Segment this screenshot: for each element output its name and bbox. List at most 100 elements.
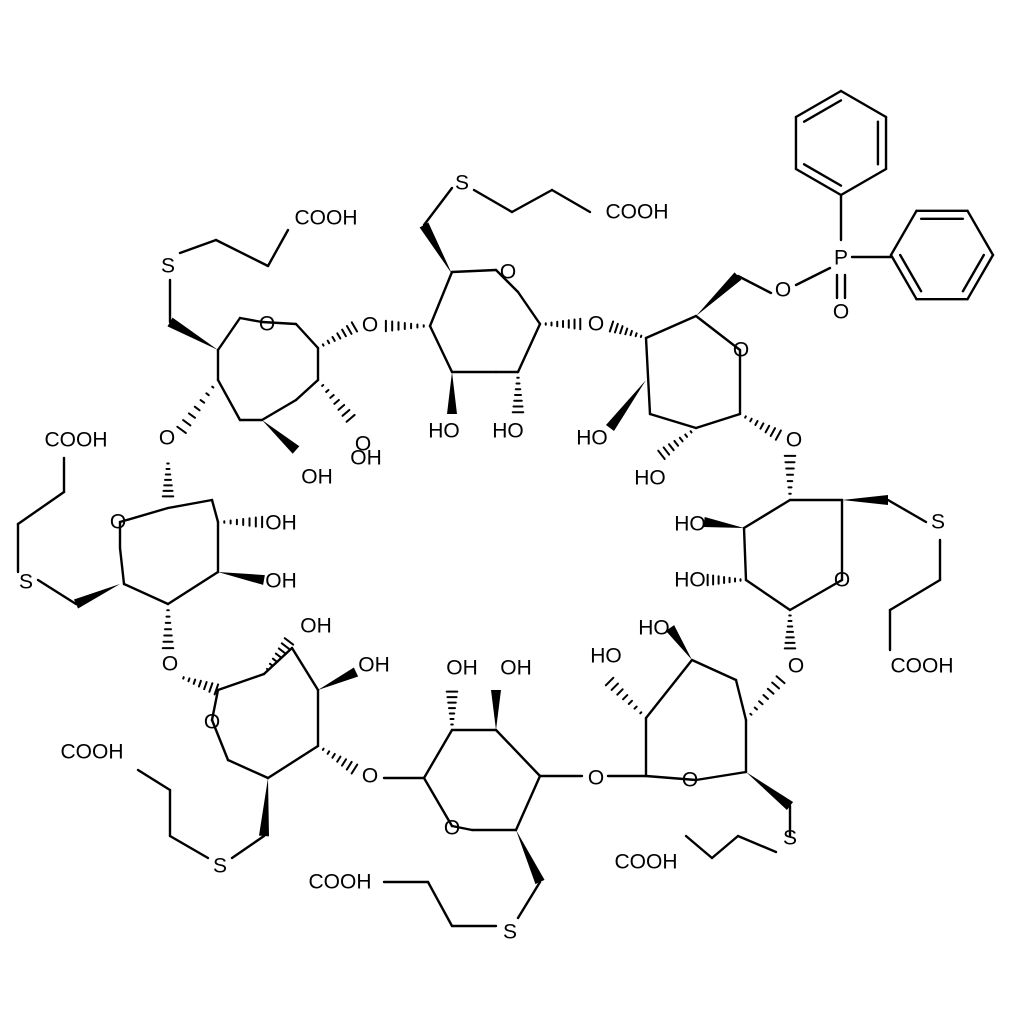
hash-stroke [336,332,342,340]
hash-stroke [203,681,208,691]
wedge-bond [73,584,120,609]
hash-stroke [604,676,615,687]
wedge-bond [491,690,501,730]
glycosidic-oxygen: O [159,427,175,450]
cooh-label: COOH [295,207,358,230]
ether-oxygen: O [775,279,791,302]
hash-stroke [205,392,210,397]
hash-stroke [333,398,340,405]
hash-stroke [182,419,192,427]
hash-stroke [345,413,356,423]
sulfur-atom: S [161,255,175,278]
hash-stroke [208,682,214,693]
hash-stroke [775,675,786,685]
hash-stroke [199,399,206,404]
hash-stroke [689,430,693,434]
propanoic-chain [510,188,554,214]
propanoic-chain [710,834,740,860]
ring-a-bond [428,324,454,374]
propanoic-chain [168,834,210,860]
ring-g-oxygen: O [834,569,850,592]
hash-stroke [280,642,290,650]
hashed-bond [749,675,786,716]
propanoic-chain [214,238,270,268]
o-ch2-bond [736,274,773,295]
wedge-bond [703,517,744,528]
hash-stroke [629,329,633,337]
hash-stroke [211,385,215,389]
ring-h-oxygen: O [733,339,749,362]
wedge-bond [218,572,265,585]
hash-stroke [766,687,775,695]
hydroxyl-label: HO [492,420,524,443]
phenyl-bond [839,167,888,197]
hash-stroke [350,763,359,775]
ring-e-bond [494,728,542,778]
propanoic-chain [684,834,714,860]
ch2-s-bond [422,186,454,227]
hashed-bond [176,385,215,434]
ring-d-bond [216,672,266,692]
ring-g-bond [788,578,844,612]
hash-stroke [744,415,747,419]
ring-a-bond [450,268,498,274]
phosphorus-atom: P [834,247,848,270]
hash-stroke [633,705,638,710]
hash-stroke [774,429,782,441]
hashed-bond [511,376,525,414]
ring-f-bond [644,774,698,782]
hydroxyl-label: HO [674,569,706,592]
glycosidic-oxygen: O [362,765,378,788]
hash-stroke [197,679,202,688]
ring-h-bond [644,336,652,416]
ring-d-bond [290,646,320,692]
hash-stroke [610,682,619,691]
hash-stroke [192,678,197,685]
ring-b-bond [238,316,264,324]
phenyl-bond [966,209,995,257]
hash-stroke [668,443,675,452]
wedge-bond [606,380,646,431]
hashed-bond [321,383,356,423]
hash-stroke [283,637,295,646]
propanoic-chain [178,238,218,255]
ring-d-bond [210,688,220,722]
ring-d-bond [226,758,270,780]
wedge-bond [665,625,692,660]
hash-stroke [624,327,629,336]
wedge-bond [447,372,457,414]
hydroxyl-label: HO [576,427,608,450]
hashed-bond [608,320,643,339]
hashed-bond [321,321,359,347]
hash-stroke [341,328,347,338]
hashed-bond [604,676,643,715]
phenyl-bond [889,253,918,301]
hashed-bond [657,430,693,461]
hash-stroke [622,694,629,701]
propanoic-chain [426,880,454,928]
ring-h-bond [644,314,698,340]
hashed-bond [161,609,175,650]
hash-stroke [657,449,666,461]
hash-stroke [684,433,689,438]
glycosidic-oxygen: O [588,313,604,336]
propanoic-chain [266,228,290,268]
ring-e-bond [450,824,474,832]
hash-stroke [758,700,764,706]
ring-a-bond [428,270,454,328]
ring-f-oxygen: O [682,769,698,792]
phenyl-double-bond [802,99,843,123]
wedge-bond [419,222,452,274]
hash-stroke [331,336,336,342]
ring-c-bond [166,570,220,606]
wedge-bond [696,272,742,316]
hash-stroke [662,446,671,456]
wedge-bond [167,317,218,350]
ch2-s-bond [36,578,78,606]
ring-f-bond [734,678,748,722]
ring-e-bond [514,774,542,832]
ring-f-bond [694,770,748,782]
ring-c-bond [122,582,170,606]
hash-stroke [616,688,624,696]
